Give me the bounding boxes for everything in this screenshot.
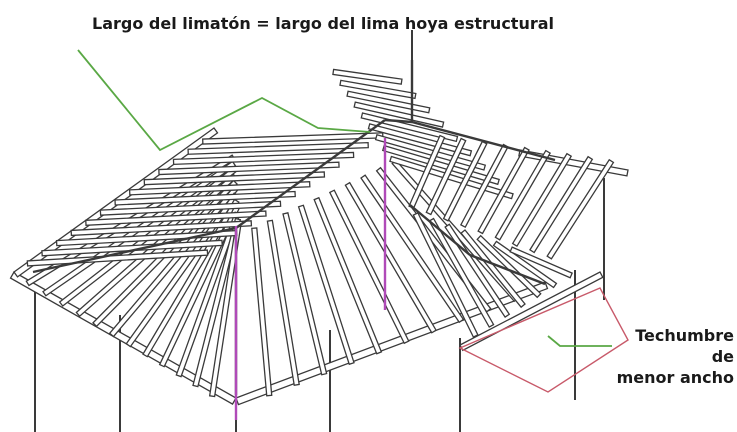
ridge-line-upper <box>384 118 413 124</box>
rafter-right-6 <box>511 152 573 248</box>
callout-lines <box>77 49 629 393</box>
rafter-right-5 <box>494 149 551 241</box>
rafter-back-5 <box>99 200 282 216</box>
rafter-upper-0 <box>332 68 403 85</box>
side-annotation-line2: menor ancho <box>616 368 734 387</box>
ridge-line <box>235 119 386 229</box>
rafter-right-1 <box>425 137 467 216</box>
rafter-wing-6 <box>509 246 573 279</box>
rafter-front-right-0 <box>251 227 273 397</box>
rafter-back-7 <box>128 181 311 196</box>
hip-line-right <box>411 120 556 162</box>
rafter-back-0 <box>26 249 209 267</box>
rafter-front-right-4 <box>313 196 383 355</box>
rafter-upper-6 <box>374 133 487 171</box>
rafter-left-10 <box>192 217 242 388</box>
rafter-right-0 <box>408 134 446 210</box>
wing-hip-line <box>469 253 546 286</box>
rafter-upper-1 <box>339 79 417 100</box>
valley-line <box>409 204 471 256</box>
rafter-front-right-2 <box>282 212 328 376</box>
rafter-back-11 <box>187 141 369 155</box>
rafter-wing-1 <box>428 217 495 328</box>
rafter-right-8 <box>546 158 615 260</box>
top-callout-leader <box>77 49 371 152</box>
side-annotation-label: Techumbre de menor ancho <box>612 325 734 388</box>
hip-line-left <box>32 226 237 274</box>
rafter-back-10 <box>172 151 355 166</box>
hip-length-markers <box>234 138 387 420</box>
rafter-wing-3 <box>460 229 526 309</box>
roof-rafters <box>25 68 615 398</box>
rafter-back-3 <box>70 220 253 237</box>
rafter-front-right-3 <box>297 204 355 366</box>
rafter-wing-0 <box>412 211 479 338</box>
smaller-roof-outline <box>458 287 629 393</box>
rafter-upper-2 <box>346 90 431 114</box>
support-posts <box>34 30 605 432</box>
rafter-front-right-5 <box>328 189 410 345</box>
eave-beam-front-right <box>235 281 549 406</box>
rafter-right-7 <box>529 155 594 254</box>
rafter-front-right-6 <box>344 181 437 334</box>
rafter-front-right-1 <box>266 219 300 386</box>
side-callout-leader <box>547 335 612 347</box>
rafter-wing-5 <box>492 240 558 289</box>
top-annotation-label: Largo del limatón = largo del lima hoya … <box>92 14 555 33</box>
rafter-back-8 <box>143 171 326 186</box>
rafter-back-9 <box>158 161 340 176</box>
rafter-right-4 <box>477 146 530 235</box>
rafter-right-3 <box>459 143 509 229</box>
side-annotation-line1: Techumbre de <box>635 326 734 366</box>
rafter-back-4 <box>85 210 267 226</box>
rafter-back-6 <box>114 190 296 206</box>
rafter-upper-3 <box>353 101 445 128</box>
rafter-front-right-7 <box>360 174 465 324</box>
ridge-and-hip-lines <box>32 60 556 395</box>
